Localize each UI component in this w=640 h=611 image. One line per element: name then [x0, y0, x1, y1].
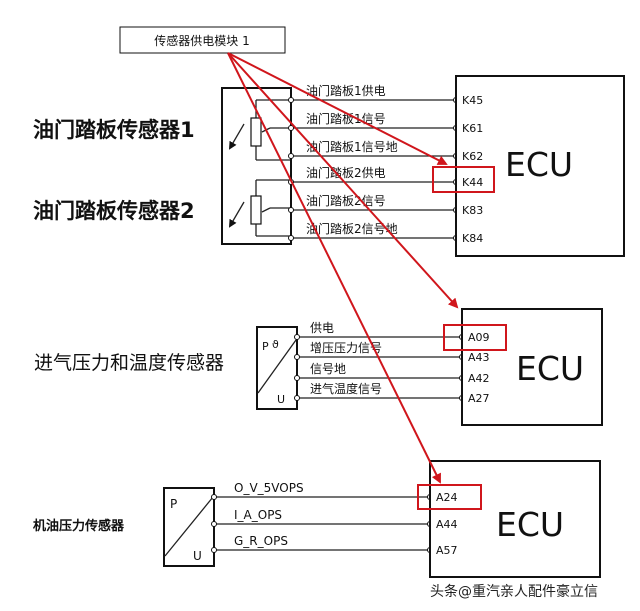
signal-label: 供电: [310, 321, 334, 335]
temperature-symbol: ϑ: [272, 338, 279, 351]
pedal-sensor-block: [221, 87, 292, 245]
signal-label: O_V_5VOPS: [234, 481, 304, 495]
pin-label: K44: [462, 176, 483, 189]
intake-sensor-label: 进气压力和温度传感器: [34, 352, 224, 374]
pedal-sensor-1-label: 油门踏板传感器1: [33, 118, 195, 142]
arrow-to-a09: [227, 52, 459, 309]
signal-label: 油门踏板1信号地: [306, 139, 398, 154]
ecu-box-3: ECU: [429, 460, 601, 578]
signal-label: 进气温度信号: [310, 381, 382, 396]
oil-sensor-label: 机油压力传感器: [33, 518, 125, 534]
ecu-box-2: ECU: [461, 308, 603, 426]
pin-label: A44: [436, 518, 458, 531]
ecu-label: ECU: [516, 349, 584, 388]
pin-label: A42: [468, 372, 490, 385]
pin-label: K62: [462, 150, 483, 163]
highlight-a09: [443, 324, 507, 351]
intake-sensor-block: P ϑ U: [256, 326, 298, 410]
signal-label: 油门踏板2信号地: [306, 221, 398, 236]
pin-label: A09: [468, 331, 490, 344]
intake-wires: [294, 334, 465, 401]
pin-label: A24: [436, 491, 458, 504]
pedal-sensor-2-label: 油门踏板传感器2: [33, 199, 195, 223]
arrow-to-a24: [227, 52, 441, 484]
signal-label: I_A_OPS: [234, 508, 282, 522]
potentiometer-2-icon: [228, 179, 290, 237]
highlight-a24: [417, 484, 482, 510]
highlight-k44: [432, 166, 495, 193]
oil-sensor-block: P U: [163, 487, 215, 567]
signal-label: 油门踏板2供电: [306, 165, 386, 180]
pressure-symbol: P: [170, 497, 177, 511]
pin-label: K83: [462, 204, 483, 217]
voltage-symbol: U: [193, 549, 202, 563]
signal-label: 增压压力信号: [310, 341, 382, 355]
pin-label: A57: [436, 544, 458, 557]
pin-label: K45: [462, 94, 483, 107]
arrow-to-k44: [227, 52, 448, 165]
voltage-symbol: U: [277, 393, 285, 406]
pin-label: A43: [468, 351, 490, 364]
pin-label: K61: [462, 122, 483, 135]
pin-label: K84: [462, 232, 483, 245]
supply-arrows: [227, 52, 459, 484]
sensor-supply-module: 传感器供电模块 1: [119, 26, 286, 54]
signal-label: 油门踏板1供电: [306, 83, 386, 98]
pin-label: A27: [468, 392, 490, 405]
watermark: 头条@重汽亲人配件豪立信: [430, 583, 598, 600]
pressure-symbol: P: [262, 340, 269, 353]
module-label: 传感器供电模块 1: [154, 33, 249, 48]
signal-label: G_R_OPS: [234, 534, 288, 548]
ecu-label: ECU: [505, 145, 573, 184]
signal-label: 油门踏板2信号: [306, 193, 386, 208]
ecu-label: ECU: [496, 505, 564, 544]
signal-label: 信号地: [310, 362, 346, 376]
